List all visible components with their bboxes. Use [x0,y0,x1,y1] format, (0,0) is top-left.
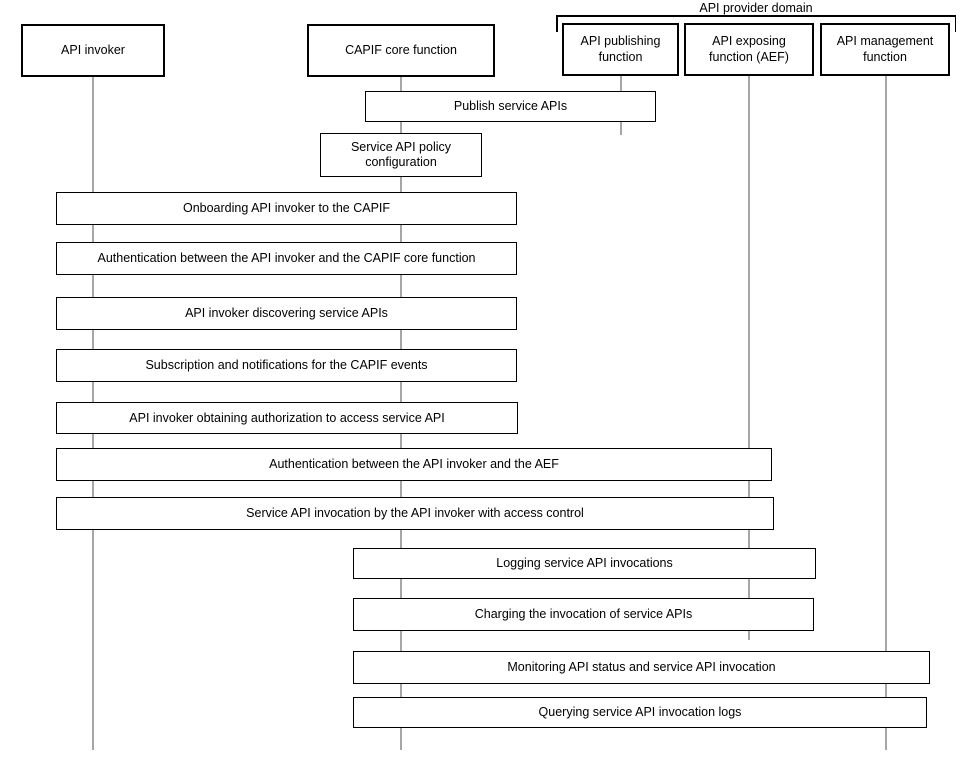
lifeline-api-management-function [885,75,887,750]
activity-publish-service-apis: Publish service APIs [365,91,656,122]
actor-api-management-function-label: API management function [836,33,934,64]
actor-capif-core-function: CAPIF core function [307,24,495,77]
activity-service-api-policy-configuration: Service API policy configuration [320,133,482,177]
activity-onboarding-api-invoker: Onboarding API invoker to the CAPIF [56,192,517,225]
actor-api-invoker: API invoker [21,24,165,77]
activity-obtaining-authorization-label: API invoker obtaining authorization to a… [129,410,445,425]
activity-querying-invocation-logs: Querying service API invocation logs [353,697,927,728]
activity-onboarding-api-invoker-label: Onboarding API invoker to the CAPIF [182,201,391,215]
activity-service-api-invocation-label: Service API invocation by the API invoke… [246,506,584,520]
lifeline-api-exposing-function [748,76,750,640]
activity-authentication-capif-core: Authentication between the API invoker a… [56,242,517,275]
actor-api-management-function: API management function [820,23,950,76]
actor-api-exposing-function: API exposing function (AEF) [684,23,814,76]
activity-subscription-notifications-label: Subscription and notifications for the C… [145,358,428,372]
provider-domain-bracket-line [556,15,956,17]
api-provider-domain-label: API provider domain [699,1,813,15]
activity-authentication-aef: Authentication between the API invoker a… [56,448,772,481]
activity-service-api-invocation: Service API invocation by the API invoke… [56,497,774,530]
activity-logging-invocations: Logging service API invocations [353,548,816,579]
activity-discovering-service-apis: API invoker discovering service APIs [56,297,517,330]
actor-api-invoker-label: API invoker [61,42,125,57]
activity-charging-invocations: Charging the invocation of service APIs [353,598,814,631]
activity-charging-invocations-label: Charging the invocation of service APIs [474,607,693,621]
activity-logging-invocations-label: Logging service API invocations [496,556,673,570]
activity-publish-service-apis-label: Publish service APIs [453,99,568,113]
activity-authentication-capif-core-label: Authentication between the API invoker a… [97,251,476,265]
activity-obtaining-authorization: API invoker obtaining authorization to a… [56,402,518,434]
activity-monitoring-api-status: Monitoring API status and service API in… [353,651,930,684]
activity-querying-invocation-logs-label: Querying service API invocation logs [538,705,742,719]
activity-subscription-notifications: Subscription and notifications for the C… [56,349,517,382]
actor-api-publishing-function-label: API publishing function [580,33,661,64]
actor-capif-core-function-label: CAPIF core function [345,42,457,57]
activity-monitoring-api-status-label: Monitoring API status and service API in… [507,660,776,674]
provider-domain-bracket-left-tick [556,15,558,32]
activity-service-api-policy-configuration-label: Service API policy configuration [350,140,452,169]
activity-discovering-service-apis-label: API invoker discovering service APIs [185,306,388,320]
activity-authentication-aef-label: Authentication between the API invoker a… [269,457,559,471]
provider-domain-bracket-right-tick [954,15,956,32]
actor-api-publishing-function: API publishing function [562,23,679,76]
actor-api-exposing-function-label: API exposing function (AEF) [709,33,789,64]
